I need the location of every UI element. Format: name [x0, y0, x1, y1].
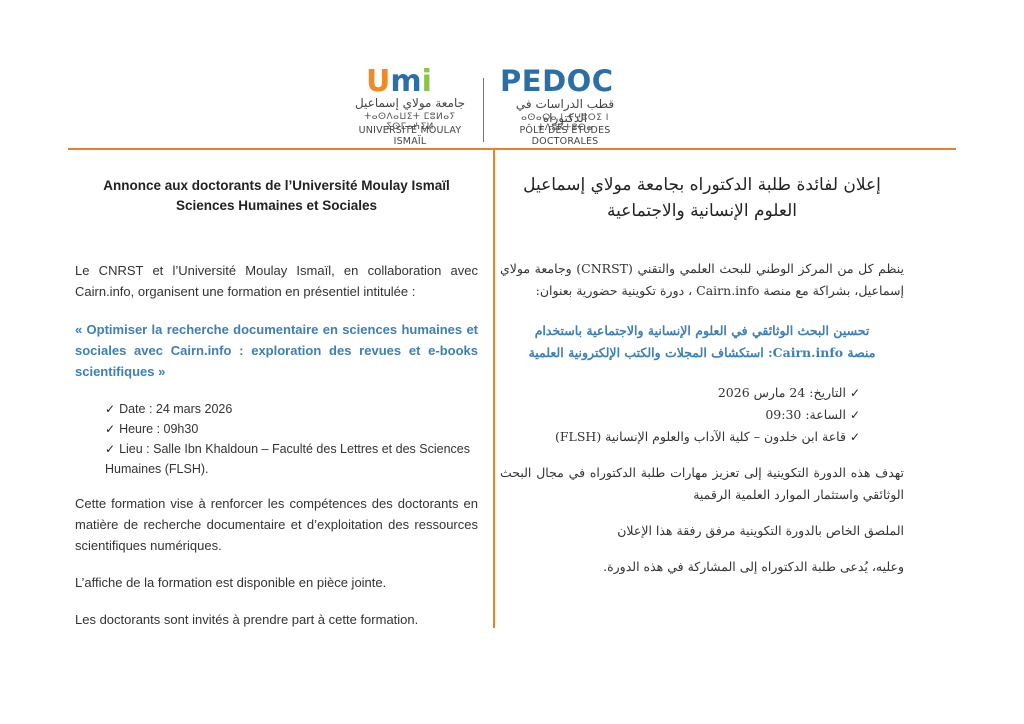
umi-logo-wordmark: U m i — [366, 64, 432, 99]
french-training-title: « Optimiser la recherche documentaire en… — [75, 322, 478, 379]
list-item: ✓ قاعة ابن خلدون – كلية الآداب والعلوم ا… — [500, 426, 864, 448]
french-date: Date : 24 mars 2026 — [119, 402, 233, 416]
header-divider — [68, 148, 956, 150]
list-item: ✓ التاريخ: 24 مارس 2026 — [500, 382, 864, 404]
french-poster-note: L’affiche de la formation est disponible… — [75, 575, 387, 590]
pedoc-logo-tifinagh: ⴰⵙⴰⵔⴰ ⵏ ⵜⵖⵓⵔⵉ ⵏ ⵜⴷⵓⴽⵜⵓⵔⴰ — [521, 113, 609, 133]
umi-logo-letter-u: U — [366, 64, 390, 99]
check-icon: ✓ — [105, 422, 116, 436]
check-icon: ✓ — [849, 386, 860, 400]
arabic-time: الساعة: 09:30 — [765, 407, 846, 422]
french-aim: Cette formation vise à renforcer les com… — [75, 496, 478, 553]
arabic-poster-note: الملصق الخاص بالدورة التكوينية مرفق رفقة… — [617, 523, 904, 538]
arabic-training-title-line2: منصة Cairn.info: استكشاف المجلات والكتب … — [528, 345, 876, 360]
arabic-title-line2: العلوم الإنسانية والاجتماعية — [607, 201, 797, 221]
pedoc-logo: PEDOC قطب الدراسات في الدكتوراه ⴰⵙⴰⵔⴰ ⵏ … — [494, 64, 644, 147]
arabic-title: إعلان لفائدة طلبة الدكتوراه بجامعة مولاي… — [500, 172, 904, 224]
arabic-training-title-line1: تحسين البحث الوثائقي في العلوم الإنسانية… — [534, 323, 870, 338]
french-intro: Le CNRST et l’Université Moulay Ismaïl, … — [75, 263, 478, 299]
list-item: ✓Lieu : Salle Ibn Khaldoun – Faculté des… — [105, 439, 478, 479]
umi-logo-letter-i: i — [421, 64, 432, 99]
french-time: Heure : 09h30 — [119, 422, 199, 436]
french-location: Lieu : Salle Ibn Khaldoun – Faculté des … — [105, 442, 470, 476]
pedoc-logo-arabic: قطب الدراسات في الدكتوراه — [515, 97, 615, 125]
arabic-column: إعلان لفائدة طلبة الدكتوراه بجامعة مولاي… — [500, 172, 904, 578]
french-invitation: Les doctorants sont invités à prendre pa… — [75, 612, 419, 627]
check-icon: ✓ — [849, 430, 860, 444]
umi-logo-arabic: جامعة مولاي إسماعيل — [354, 96, 466, 110]
umi-logo-tifinagh: ⵜⴰⵙⴷⴰⵡⵉⵜ ⵎⵓⵍⴰⵢ ⵉⵙⵎⴰⵄⵉⵍ — [364, 112, 456, 132]
french-title-line2: Sciences Humaines et Sociales — [175, 198, 378, 213]
french-column: Annonce aux doctorants de l’Université M… — [75, 176, 478, 630]
umi-logo: U m i جامعة مولاي إسماعيل ⵜⴰⵙⴷⴰⵡⵉⵜ ⵎⵓⵍⴰⵢ… — [350, 64, 470, 148]
arabic-invitation: وعليه، يُدعى طلبة الدكتوراه إلى المشاركة… — [603, 559, 904, 574]
umi-logo-letter-m: m — [390, 64, 421, 99]
french-title: Annonce aux doctorants de l’Université M… — [75, 176, 478, 216]
list-item: ✓Heure : 09h30 — [105, 419, 478, 439]
arabic-details-list: ✓ التاريخ: 24 مارس 2026 ✓ الساعة: 09:30 … — [500, 382, 904, 448]
arabic-aim: تهدف هذه الدورة التكوينية إلى تعزيز مهار… — [500, 465, 904, 502]
arabic-title-line1: إعلان لفائدة طلبة الدكتوراه بجامعة مولاي… — [523, 175, 881, 195]
column-divider — [493, 150, 495, 628]
arabic-training-title: تحسين البحث الوثائقي في العلوم الإنسانية… — [500, 320, 904, 364]
list-item: ✓Date : 24 mars 2026 — [105, 399, 478, 419]
check-icon: ✓ — [105, 402, 116, 416]
arabic-location: قاعة ابن خلدون – كلية الآداب والعلوم الإ… — [554, 429, 846, 444]
page-header: U m i جامعة مولاي إسماعيل ⵜⴰⵙⴷⴰⵡⵉⵜ ⵎⵓⵍⴰⵢ… — [0, 0, 1024, 148]
logo-separator — [483, 78, 484, 142]
check-icon: ✓ — [849, 408, 860, 422]
pedoc-logo-french: PÔLE DES ETUDES DOCTORALES — [519, 125, 611, 147]
pedoc-logo-wordmark: PEDOC — [500, 64, 614, 98]
umi-logo-french: UNIVERSITÉ MOULAY ISMAÏL — [358, 125, 462, 147]
arabic-date: التاريخ: 24 مارس 2026 — [717, 385, 846, 400]
french-title-line1: Annonce aux doctorants de l’Université M… — [103, 178, 450, 193]
list-item: ✓ الساعة: 09:30 — [500, 404, 864, 426]
arabic-intro: ينظم كل من المركز الوطني للبحث العلمي وا… — [500, 261, 905, 298]
french-details-list: ✓Date : 24 mars 2026 ✓Heure : 09h30 ✓Lie… — [75, 399, 478, 479]
check-icon: ✓ — [105, 442, 116, 456]
